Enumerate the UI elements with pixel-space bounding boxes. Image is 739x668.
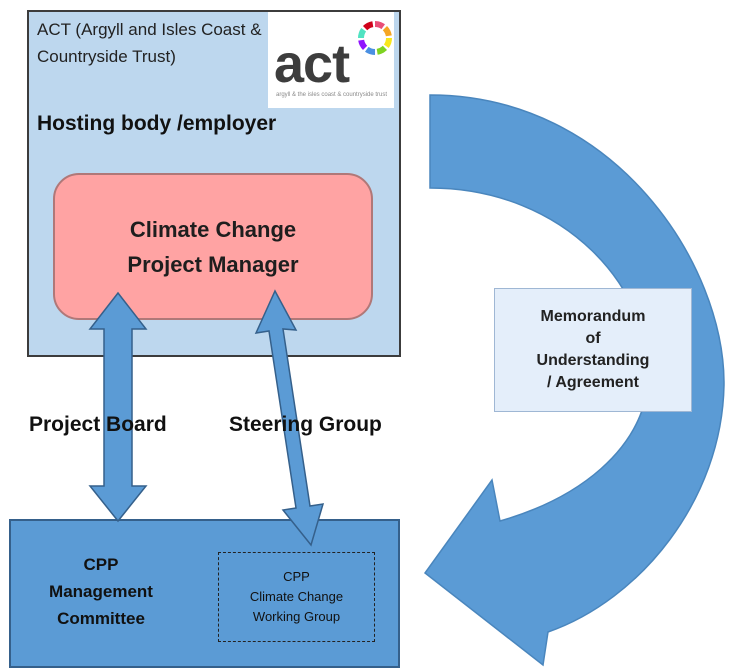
act-logo	[268, 12, 394, 108]
act-logo-subtext: argyll & the isles coast & countryside t…	[276, 92, 388, 98]
act-logo-ring-icon	[358, 21, 392, 55]
hosting-body-role: Hosting body /employer	[37, 112, 277, 135]
logo-ring-segment	[376, 45, 388, 55]
logo-ring-segment	[362, 21, 374, 31]
project-board-arrow	[88, 291, 148, 523]
act-logo-word: act	[274, 34, 350, 94]
logo-ring-segment	[358, 28, 367, 39]
steering-group-label: Steering Group	[229, 413, 382, 436]
memorandum-text: Memorandum of Understanding / Agreement	[536, 308, 650, 391]
hosting-body-name: ACT (Argyll and Isles Coast & Countrysid…	[37, 20, 262, 66]
logo-ring-segment	[383, 37, 392, 48]
cpp-working-group-box: CPP Climate Change Working Group	[218, 552, 375, 642]
memorandum-box: Memorandum of Understanding / Agreement	[494, 288, 692, 412]
project-manager-title: Climate Change Project Manager	[127, 216, 299, 277]
project-board-label: Project Board	[29, 413, 167, 436]
logo-ring-segment	[358, 39, 368, 51]
cpp-box	[9, 519, 400, 668]
cpp-working-group-label: CPP Climate Change Working Group	[249, 569, 344, 624]
steering-group-arrow	[254, 289, 325, 547]
logo-ring-segment	[365, 46, 376, 55]
logo-ring-segment	[382, 25, 392, 37]
logo-ring-segment	[374, 21, 385, 30]
project-manager-box: Climate Change Project Manager	[53, 173, 373, 320]
cpp-management-committee: CPP Management Committee	[49, 555, 153, 628]
